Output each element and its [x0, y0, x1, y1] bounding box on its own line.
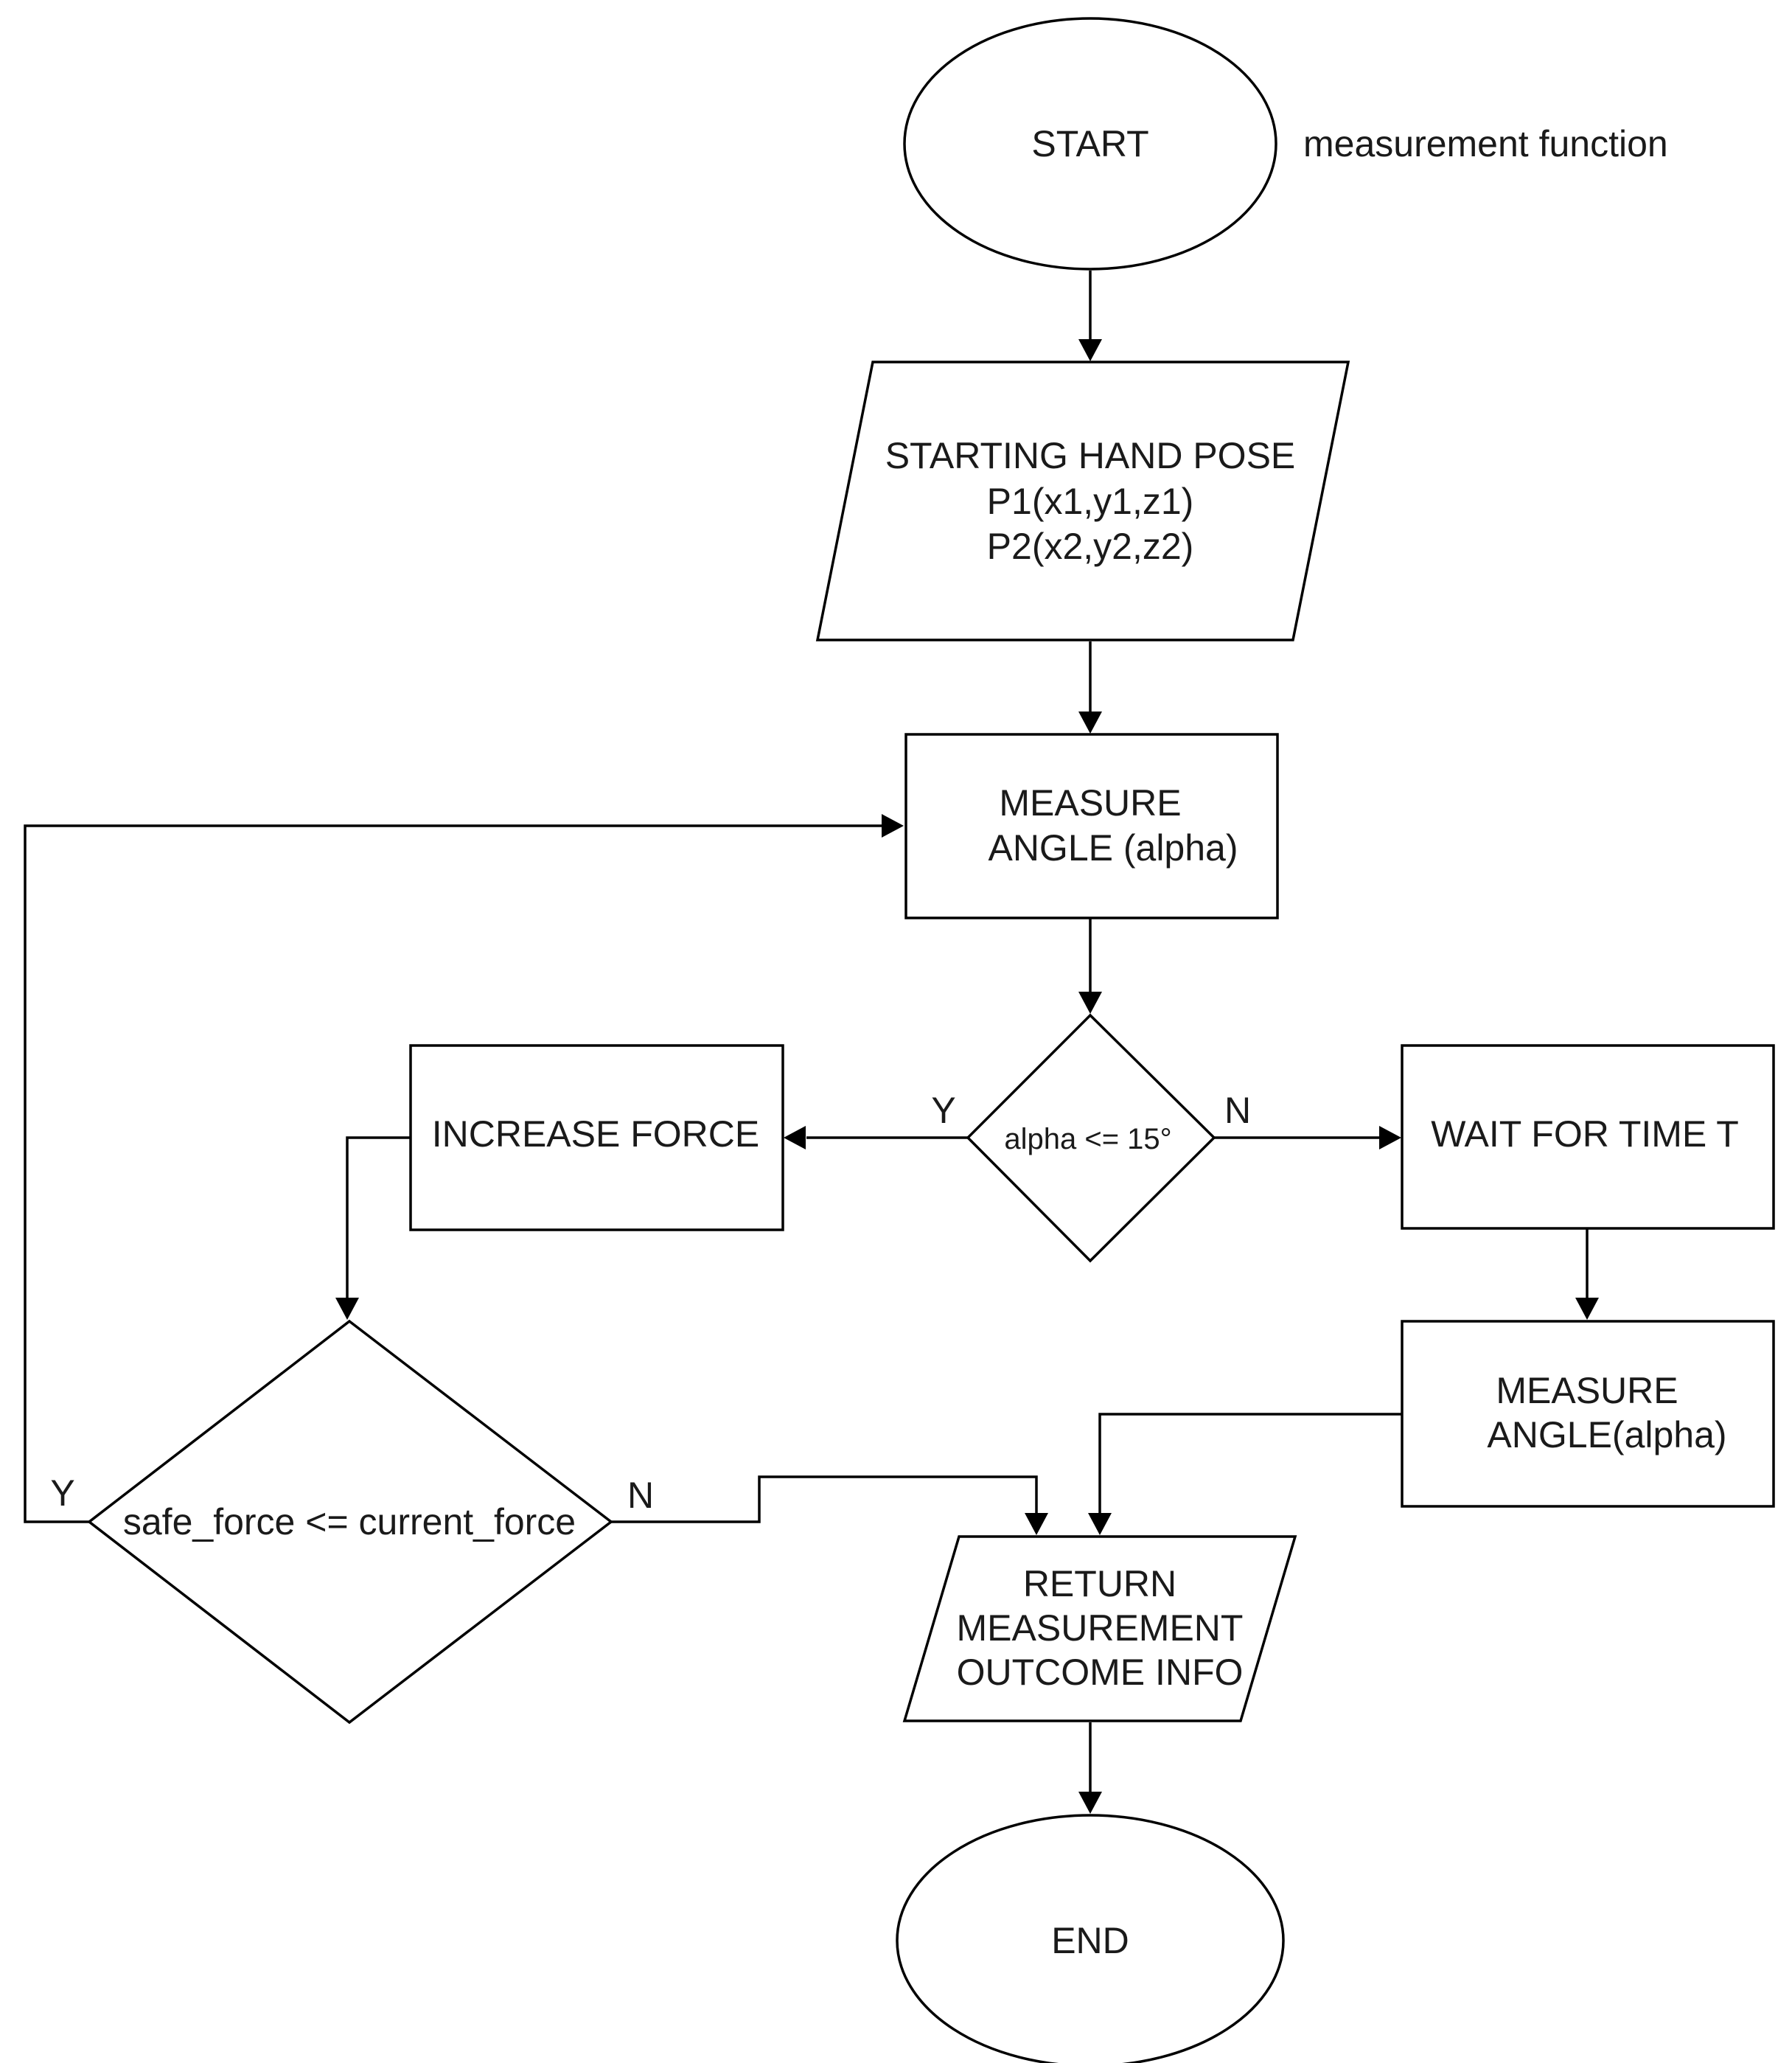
- alpha-no-label: N: [1224, 1090, 1251, 1131]
- force-condition-label: safe_force <= current_force: [123, 1501, 576, 1542]
- arrowhead: [1078, 992, 1102, 1014]
- io-shape: [902, 1535, 1297, 1722]
- arrowhead: [1078, 339, 1102, 361]
- edge-force-yes-loop: [24, 824, 882, 1523]
- io-shape: [815, 361, 1350, 641]
- process-shape: [1401, 1044, 1775, 1230]
- alpha-condition-label: alpha <= 15°: [1004, 1123, 1171, 1155]
- terminal-shape: [903, 17, 1277, 271]
- terminal-shape: [896, 1814, 1285, 2063]
- start-label: START: [1031, 123, 1148, 164]
- edges: [24, 271, 1599, 1814]
- decision-shape: [87, 1319, 613, 1725]
- diagram-caption: measurement function: [1303, 123, 1668, 164]
- arrowhead: [335, 1298, 359, 1320]
- arrowhead: [1025, 1513, 1048, 1535]
- wait-time-label: WAIT FOR TIME T: [1431, 1113, 1739, 1155]
- input-hand-pose: STARTING HAND POSE P1(x1,y1,z1) P2(x2,y2…: [815, 361, 1350, 641]
- process-shape: [1401, 1320, 1775, 1508]
- end-terminal: END: [896, 1814, 1285, 2063]
- start-terminal: START: [903, 17, 1277, 271]
- force-yes-label: Y: [50, 1472, 74, 1514]
- edge-measure2-to-return: [1098, 1413, 1401, 1514]
- measure2-label-line-1: MEASURE: [1496, 1370, 1678, 1411]
- decision-force: safe_force <= current_force: [87, 1319, 613, 1725]
- process-measure-angle-1: MEASURE ANGLE (alpha): [904, 733, 1279, 919]
- arrowhead: [1078, 712, 1102, 734]
- edge-force-no: [610, 1475, 1038, 1523]
- arrowhead: [1575, 1298, 1599, 1320]
- process-wait-time: WAIT FOR TIME T: [1401, 1044, 1775, 1230]
- increase-force-label: INCREASE FORCE: [432, 1113, 760, 1155]
- decision-alpha: alpha <= 15°: [966, 1013, 1216, 1263]
- pose-label-line-3: P2(x2,y2,z2): [987, 526, 1194, 567]
- arrowhead: [1088, 1513, 1112, 1535]
- process-shape: [904, 733, 1279, 919]
- edge-increase-to-force-check: [346, 1136, 410, 1299]
- measure1-label-line-2: ANGLE (alpha): [988, 827, 1238, 869]
- arrowhead: [784, 1126, 806, 1149]
- force-no-label: N: [627, 1475, 654, 1516]
- process-shape: [409, 1044, 784, 1231]
- output-return-info: RETURN MEASUREMENT OUTCOME INFO: [902, 1535, 1297, 1722]
- end-label: END: [1051, 1920, 1129, 1961]
- arrowhead: [882, 814, 904, 838]
- measure2-label-line-2: ANGLE(alpha): [1487, 1414, 1726, 1455]
- measure1-label-line-1: MEASURE: [999, 782, 1181, 824]
- return-label-line-3: OUTCOME INFO: [957, 1652, 1244, 1693]
- alpha-yes-label: Y: [931, 1090, 955, 1131]
- return-label-line-1: RETURN: [1023, 1563, 1176, 1604]
- pose-label-line-1: STARTING HAND POSE: [885, 435, 1296, 476]
- return-label-line-2: MEASUREMENT: [957, 1607, 1244, 1649]
- process-increase-force: INCREASE FORCE: [409, 1044, 784, 1231]
- arrowhead: [1379, 1126, 1401, 1149]
- pose-label-line-2: P1(x1,y1,z1): [987, 481, 1194, 522]
- decision-shape: [966, 1013, 1216, 1263]
- arrowhead: [1078, 1792, 1102, 1814]
- process-measure-angle-2: MEASURE ANGLE(alpha): [1401, 1320, 1775, 1508]
